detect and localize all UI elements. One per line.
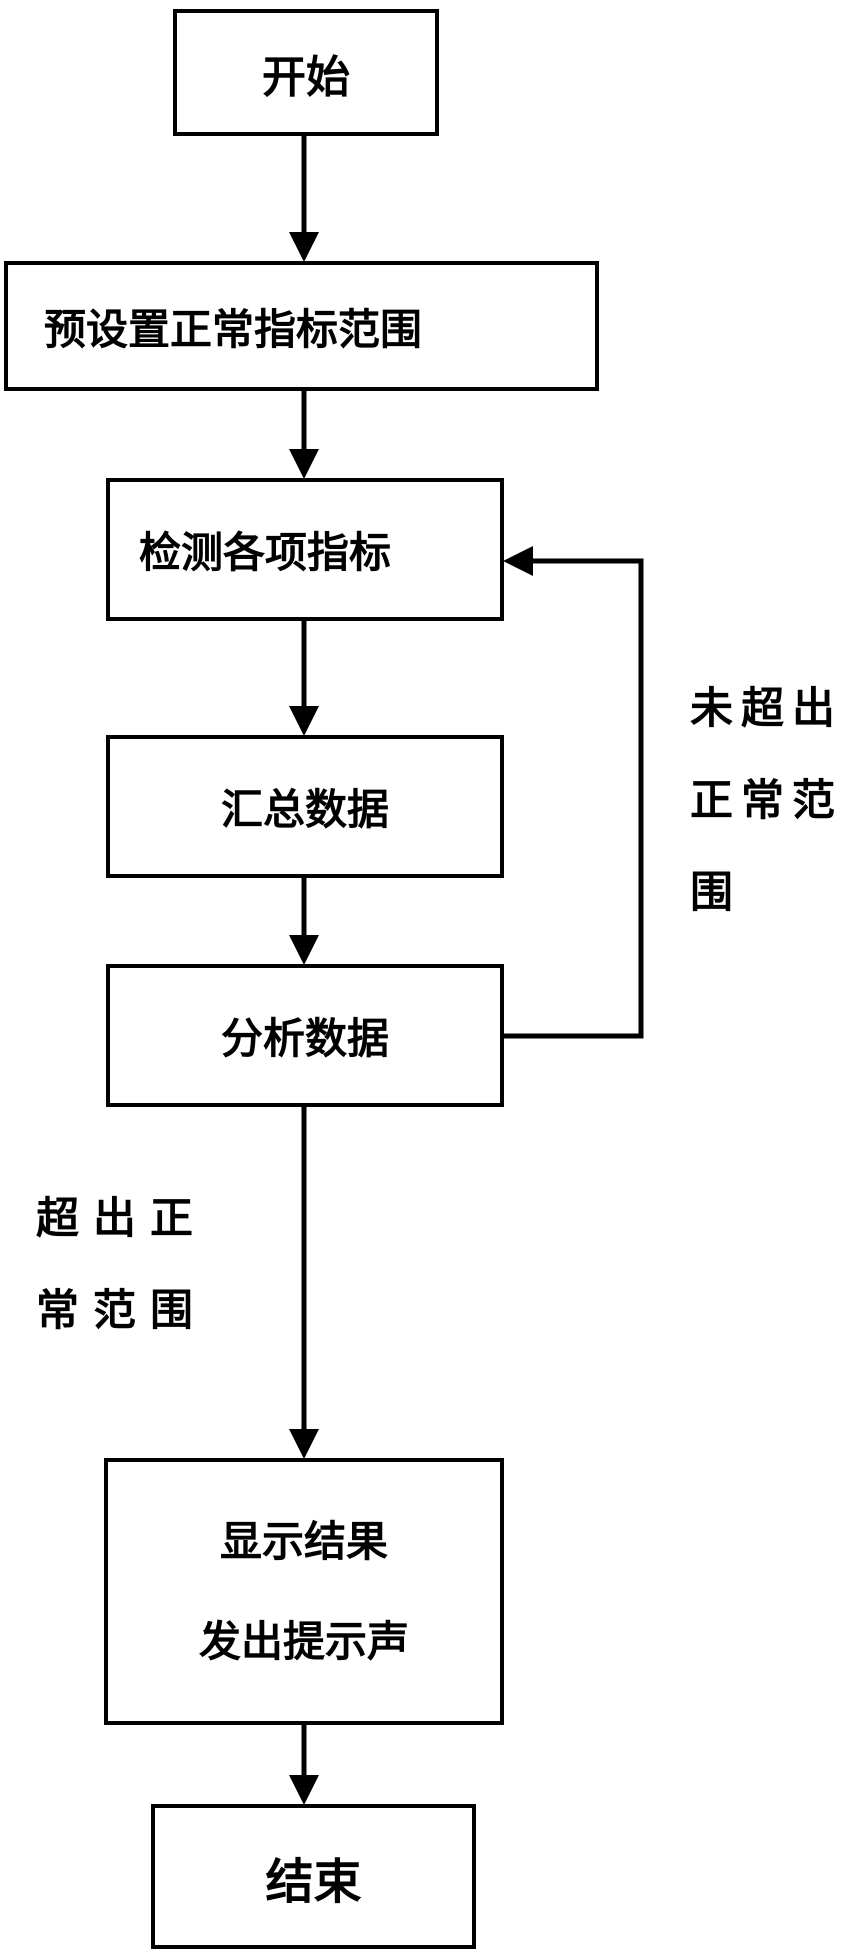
edge-label-within-line-3: 围 bbox=[690, 847, 850, 939]
edge-label-exceed-line-1: 超出正 bbox=[36, 1173, 256, 1265]
node-collect-data: 汇总数据 bbox=[106, 735, 504, 878]
node-preset-normal-range: 预设置正常指标范围 bbox=[4, 261, 599, 391]
node-end-label: 结束 bbox=[265, 1842, 361, 1912]
node-analyze-data: 分析数据 bbox=[106, 964, 504, 1107]
node-start-label: 开始 bbox=[262, 41, 350, 105]
node-preset-label: 预设置正常指标范围 bbox=[44, 296, 422, 357]
node-collect-label: 汇总数据 bbox=[221, 776, 389, 837]
node-display-result: 显示结果 发出提示声 bbox=[104, 1458, 504, 1725]
edge-label-within-line-2: 正常范 bbox=[690, 755, 850, 847]
node-start: 开始 bbox=[173, 9, 439, 136]
node-detect-label: 检测各项指标 bbox=[139, 519, 391, 580]
edge-label-exceed-range: 超出正 常范围 bbox=[36, 1173, 256, 1357]
node-display-line-1: 显示结果 bbox=[220, 1492, 388, 1592]
node-end: 结束 bbox=[151, 1804, 476, 1949]
node-analyze-label: 分析数据 bbox=[221, 1005, 389, 1066]
edge-label-within-line-1: 未超出 bbox=[690, 663, 850, 755]
arrow-analyze-feedback-to-detect bbox=[504, 561, 641, 1036]
node-display-line-2: 发出提示声 bbox=[199, 1592, 409, 1692]
node-detect-indicators: 检测各项指标 bbox=[106, 478, 504, 621]
edge-label-within-range: 未超出 正常范 围 bbox=[690, 663, 850, 939]
edge-label-exceed-line-2: 常范围 bbox=[36, 1265, 256, 1357]
